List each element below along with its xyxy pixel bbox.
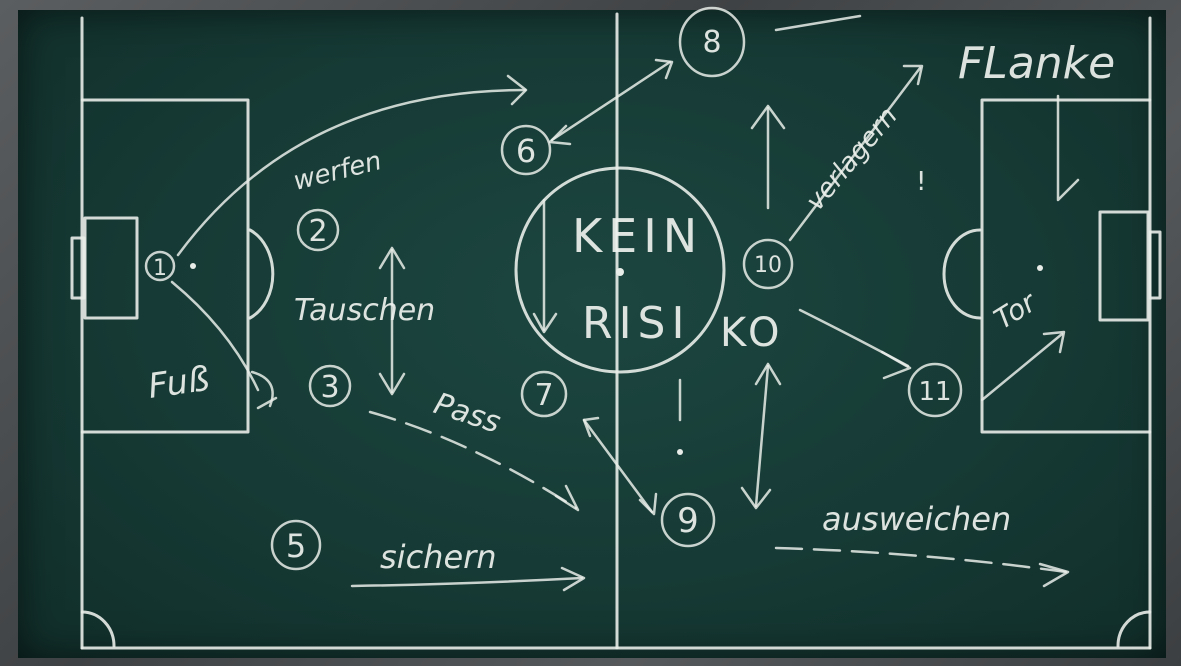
- player-number: 8: [702, 25, 721, 60]
- player-number: 10: [754, 253, 782, 278]
- label-sichern: sichern: [380, 538, 497, 576]
- player-number: 6: [516, 132, 536, 170]
- player-number: 11: [918, 377, 951, 407]
- label-tor: Tor: [988, 285, 1043, 336]
- player-number: 5: [286, 527, 306, 565]
- chalk-annotations: werfen Tauschen Fuß Pass sichern KEIN RI…: [146, 38, 1116, 576]
- label-ausweichen: ausweichen: [822, 500, 1011, 538]
- label-verlagern: verlagern: [800, 102, 903, 217]
- label-pass: Pass: [430, 386, 505, 440]
- label-kein: KEIN: [572, 209, 703, 263]
- player-numbers: 1 2 3 5 6 7 8 9 10 11: [153, 25, 952, 565]
- player-number: 3: [320, 370, 339, 405]
- label-werfen: werfen: [290, 146, 384, 197]
- player-number: 9: [677, 501, 699, 541]
- player-number: 7: [534, 378, 553, 413]
- label-fuss: Fuß: [146, 359, 212, 407]
- label-flanke: FLanke: [958, 38, 1115, 89]
- player-markers: [146, 8, 961, 569]
- label-exclamation: !: [916, 167, 926, 197]
- label-risiko-right: KO: [720, 310, 784, 356]
- label-tauschen: Tauschen: [294, 293, 435, 328]
- player-number: 1: [153, 256, 167, 281]
- label-risiko-left: RISI: [582, 298, 690, 349]
- player-number: 2: [308, 214, 327, 249]
